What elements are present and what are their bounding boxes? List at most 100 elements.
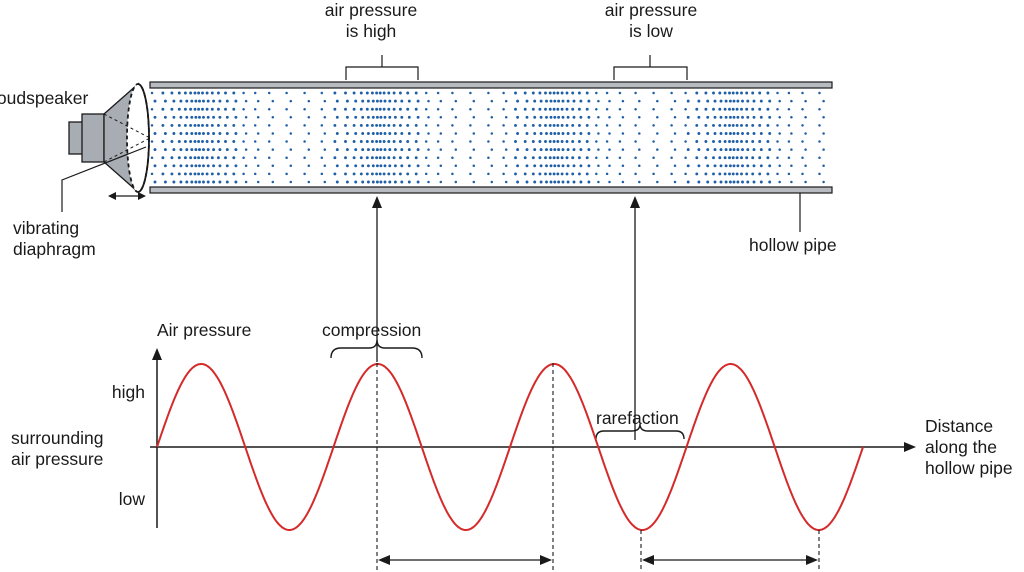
air-particle	[387, 156, 391, 160]
air-pressure-high-label: air pressure is high	[324, 0, 418, 41]
air-particle	[579, 132, 583, 135]
air-particle	[621, 164, 625, 168]
air-particle	[454, 99, 458, 103]
air-particle	[210, 107, 214, 111]
air-particle	[201, 156, 204, 160]
air-particle	[451, 91, 454, 95]
air-particle	[197, 123, 201, 127]
air-particle	[387, 91, 391, 95]
air-particle	[201, 140, 204, 143]
air-particle	[183, 172, 187, 176]
air-particle	[790, 116, 793, 119]
air-particle	[776, 124, 779, 127]
air-particle	[371, 132, 375, 135]
air-particle	[285, 91, 288, 95]
air-particle	[163, 148, 167, 152]
air-particle	[548, 91, 552, 95]
air-particle	[198, 132, 201, 135]
air-particle	[150, 156, 154, 159]
air-particle	[686, 164, 690, 168]
air-particle	[454, 132, 458, 135]
air-particle	[572, 164, 576, 168]
air-particle	[205, 123, 209, 127]
air-particle	[194, 148, 198, 152]
air-particle	[697, 99, 701, 103]
air-particle	[673, 99, 677, 103]
air-particle	[776, 156, 779, 159]
air-particle	[704, 107, 708, 111]
air-particle	[398, 156, 402, 160]
air-particle	[759, 148, 763, 152]
air-particle	[205, 156, 209, 160]
air-particle	[189, 156, 193, 160]
air-particle	[414, 91, 418, 95]
air-particle	[516, 99, 520, 103]
air-particle	[502, 140, 505, 143]
air-particle	[752, 180, 756, 184]
air-particle	[560, 156, 564, 160]
air-particle	[561, 115, 565, 119]
air-particle	[758, 156, 762, 160]
air-particle	[436, 91, 440, 95]
air-particle	[553, 115, 557, 119]
air-particle	[163, 132, 167, 135]
air-particle	[487, 140, 490, 143]
air-particle	[366, 132, 370, 135]
air-particle	[565, 172, 569, 176]
air-particle	[752, 148, 756, 152]
air-particle	[723, 156, 727, 160]
air-particle	[719, 164, 723, 168]
air-particle	[289, 164, 293, 168]
air-particle	[400, 132, 404, 135]
air-particle	[719, 148, 723, 152]
air-particle	[736, 115, 740, 119]
air-particle	[193, 140, 197, 143]
air-particle	[776, 172, 779, 176]
air-particle	[561, 164, 565, 168]
air-particle	[344, 156, 347, 160]
air-particle	[608, 180, 611, 184]
air-particle	[595, 156, 598, 159]
air-particle	[407, 99, 411, 103]
air-particle	[713, 99, 717, 103]
air-particle	[741, 99, 744, 103]
air-particle	[416, 132, 420, 135]
air-particle	[271, 99, 275, 103]
air-particle	[595, 124, 598, 127]
air-particle	[172, 115, 176, 119]
air-particle	[768, 132, 772, 135]
air-particle	[172, 132, 176, 135]
air-particle	[416, 180, 420, 184]
air-particle	[320, 140, 324, 143]
air-particle	[393, 164, 397, 168]
air-particle	[504, 148, 508, 151]
air-particle	[271, 132, 275, 135]
air-particle	[378, 107, 382, 111]
air-particle	[242, 91, 245, 95]
air-particle	[656, 99, 659, 103]
air-particle	[185, 99, 189, 103]
air-particle	[713, 115, 717, 119]
air-particle	[565, 156, 569, 160]
air-particle	[359, 156, 363, 160]
air-particle	[549, 148, 553, 152]
air-particle	[414, 172, 418, 176]
air-particle	[638, 132, 641, 135]
air-particle	[224, 123, 227, 127]
air-particle	[398, 140, 402, 143]
air-particle	[232, 140, 236, 143]
air-particle	[752, 132, 756, 135]
air-particle	[560, 123, 564, 127]
air-particle	[531, 172, 535, 176]
air-particle	[804, 148, 807, 151]
air-particle	[172, 148, 176, 152]
air-particle	[552, 172, 556, 176]
air-particle	[387, 140, 391, 143]
air-particle	[398, 123, 402, 127]
air-particle	[565, 140, 569, 143]
air-particle	[539, 180, 543, 184]
air-particle	[439, 164, 443, 168]
air-particle	[502, 124, 505, 127]
air-particle	[577, 140, 581, 143]
air-particle	[531, 156, 535, 160]
